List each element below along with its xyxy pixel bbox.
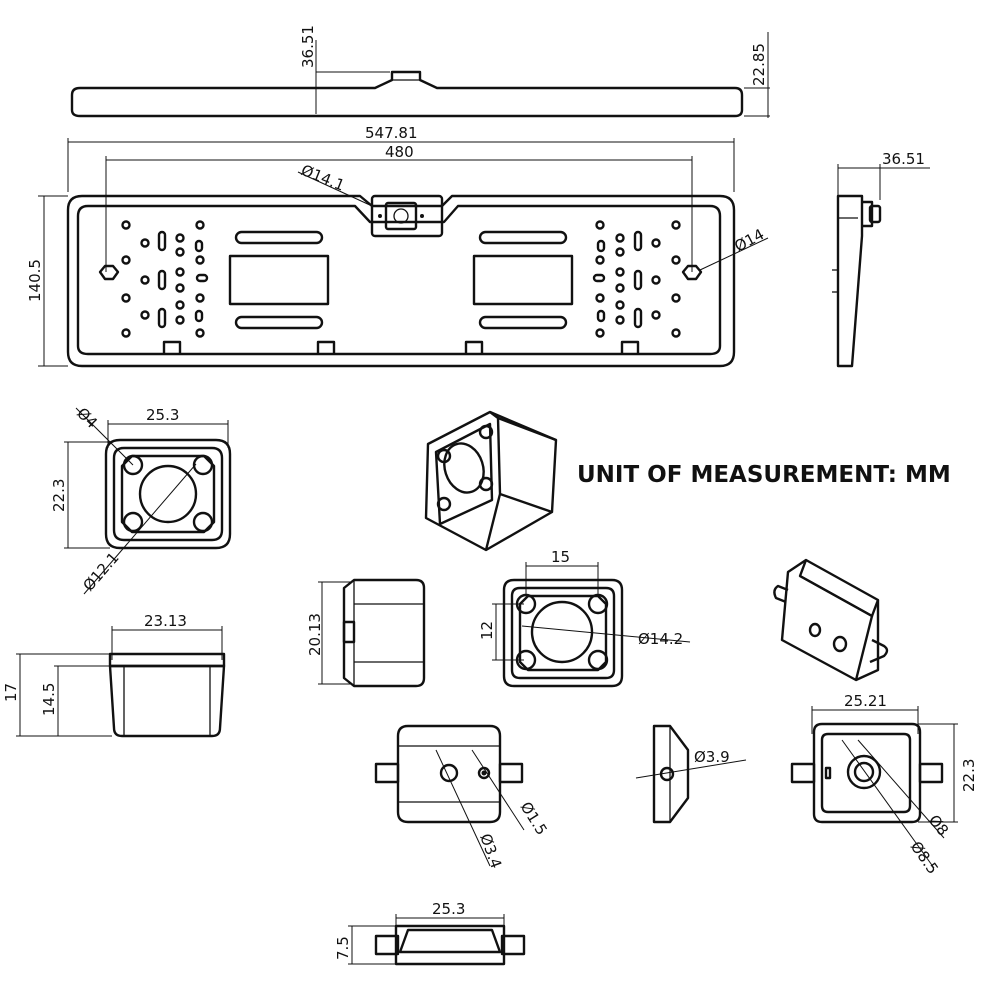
dim-lens-dia: Ø12.1 (79, 549, 122, 595)
dim-back-bore: Ø14.2 (638, 630, 683, 648)
dim-bottom-width: 25.3 (432, 900, 465, 918)
units-note: UNIT OF MEASUREMENT: MM (577, 462, 951, 488)
dim-overall-width: 547.81 (365, 124, 418, 142)
dim-back-hole-spacing-v: 12 (478, 621, 496, 640)
camera-isometric-view (424, 410, 558, 552)
dim-front-width: 25.3 (146, 406, 179, 424)
rear-module-front-view (790, 706, 958, 869)
camera-front-view (64, 407, 232, 595)
dim-side-length: 20.13 (306, 613, 324, 656)
dim-rear-height: 22.3 (960, 759, 978, 792)
plate-side-view (832, 164, 930, 368)
camera-lens-side-view (318, 578, 426, 688)
dim-rear-hole-b: Ø8.5 (907, 838, 942, 878)
dim-back-hole-spacing-h: 15 (551, 548, 570, 566)
dim-body-width: 23.13 (144, 612, 187, 630)
dim-body-inner-height: 14.5 (40, 683, 58, 716)
small-side-profile-view (635, 724, 747, 824)
dim-corner-hole: Ø4 (73, 404, 101, 432)
rear-module-isometric-view (773, 558, 889, 682)
dim-rear-width: 25.21 (844, 692, 887, 710)
dim-camera-hole: Ø14.1 (299, 161, 348, 195)
dim-bottom-height: 7.5 (334, 936, 352, 960)
dim-side-hole: Ø3.9 (694, 748, 730, 766)
dim-top-height: 36.51 (299, 25, 317, 68)
dim-body-height: 17 (2, 683, 20, 702)
dim-small-hole-a: Ø3.4 (476, 831, 505, 871)
plate-top-view (70, 32, 770, 118)
module-bottom-view (348, 914, 526, 966)
dim-height: 140.5 (26, 259, 44, 302)
plate-front-view (38, 138, 769, 368)
small-module-front-view (374, 724, 525, 867)
dim-front-height: 22.3 (50, 479, 68, 512)
camera-back-view (492, 562, 691, 688)
dim-mount-hole: Ø14 (731, 225, 767, 255)
dim-side-depth: 36.51 (882, 150, 925, 168)
dim-rear-hole-a: Ø8 (925, 811, 952, 839)
dim-top-thickness: 22.85 (750, 43, 768, 86)
dim-small-hole-b: Ø1.5 (517, 799, 551, 839)
camera-body-side-view (16, 626, 226, 738)
dim-hole-spacing: 480 (385, 143, 414, 161)
